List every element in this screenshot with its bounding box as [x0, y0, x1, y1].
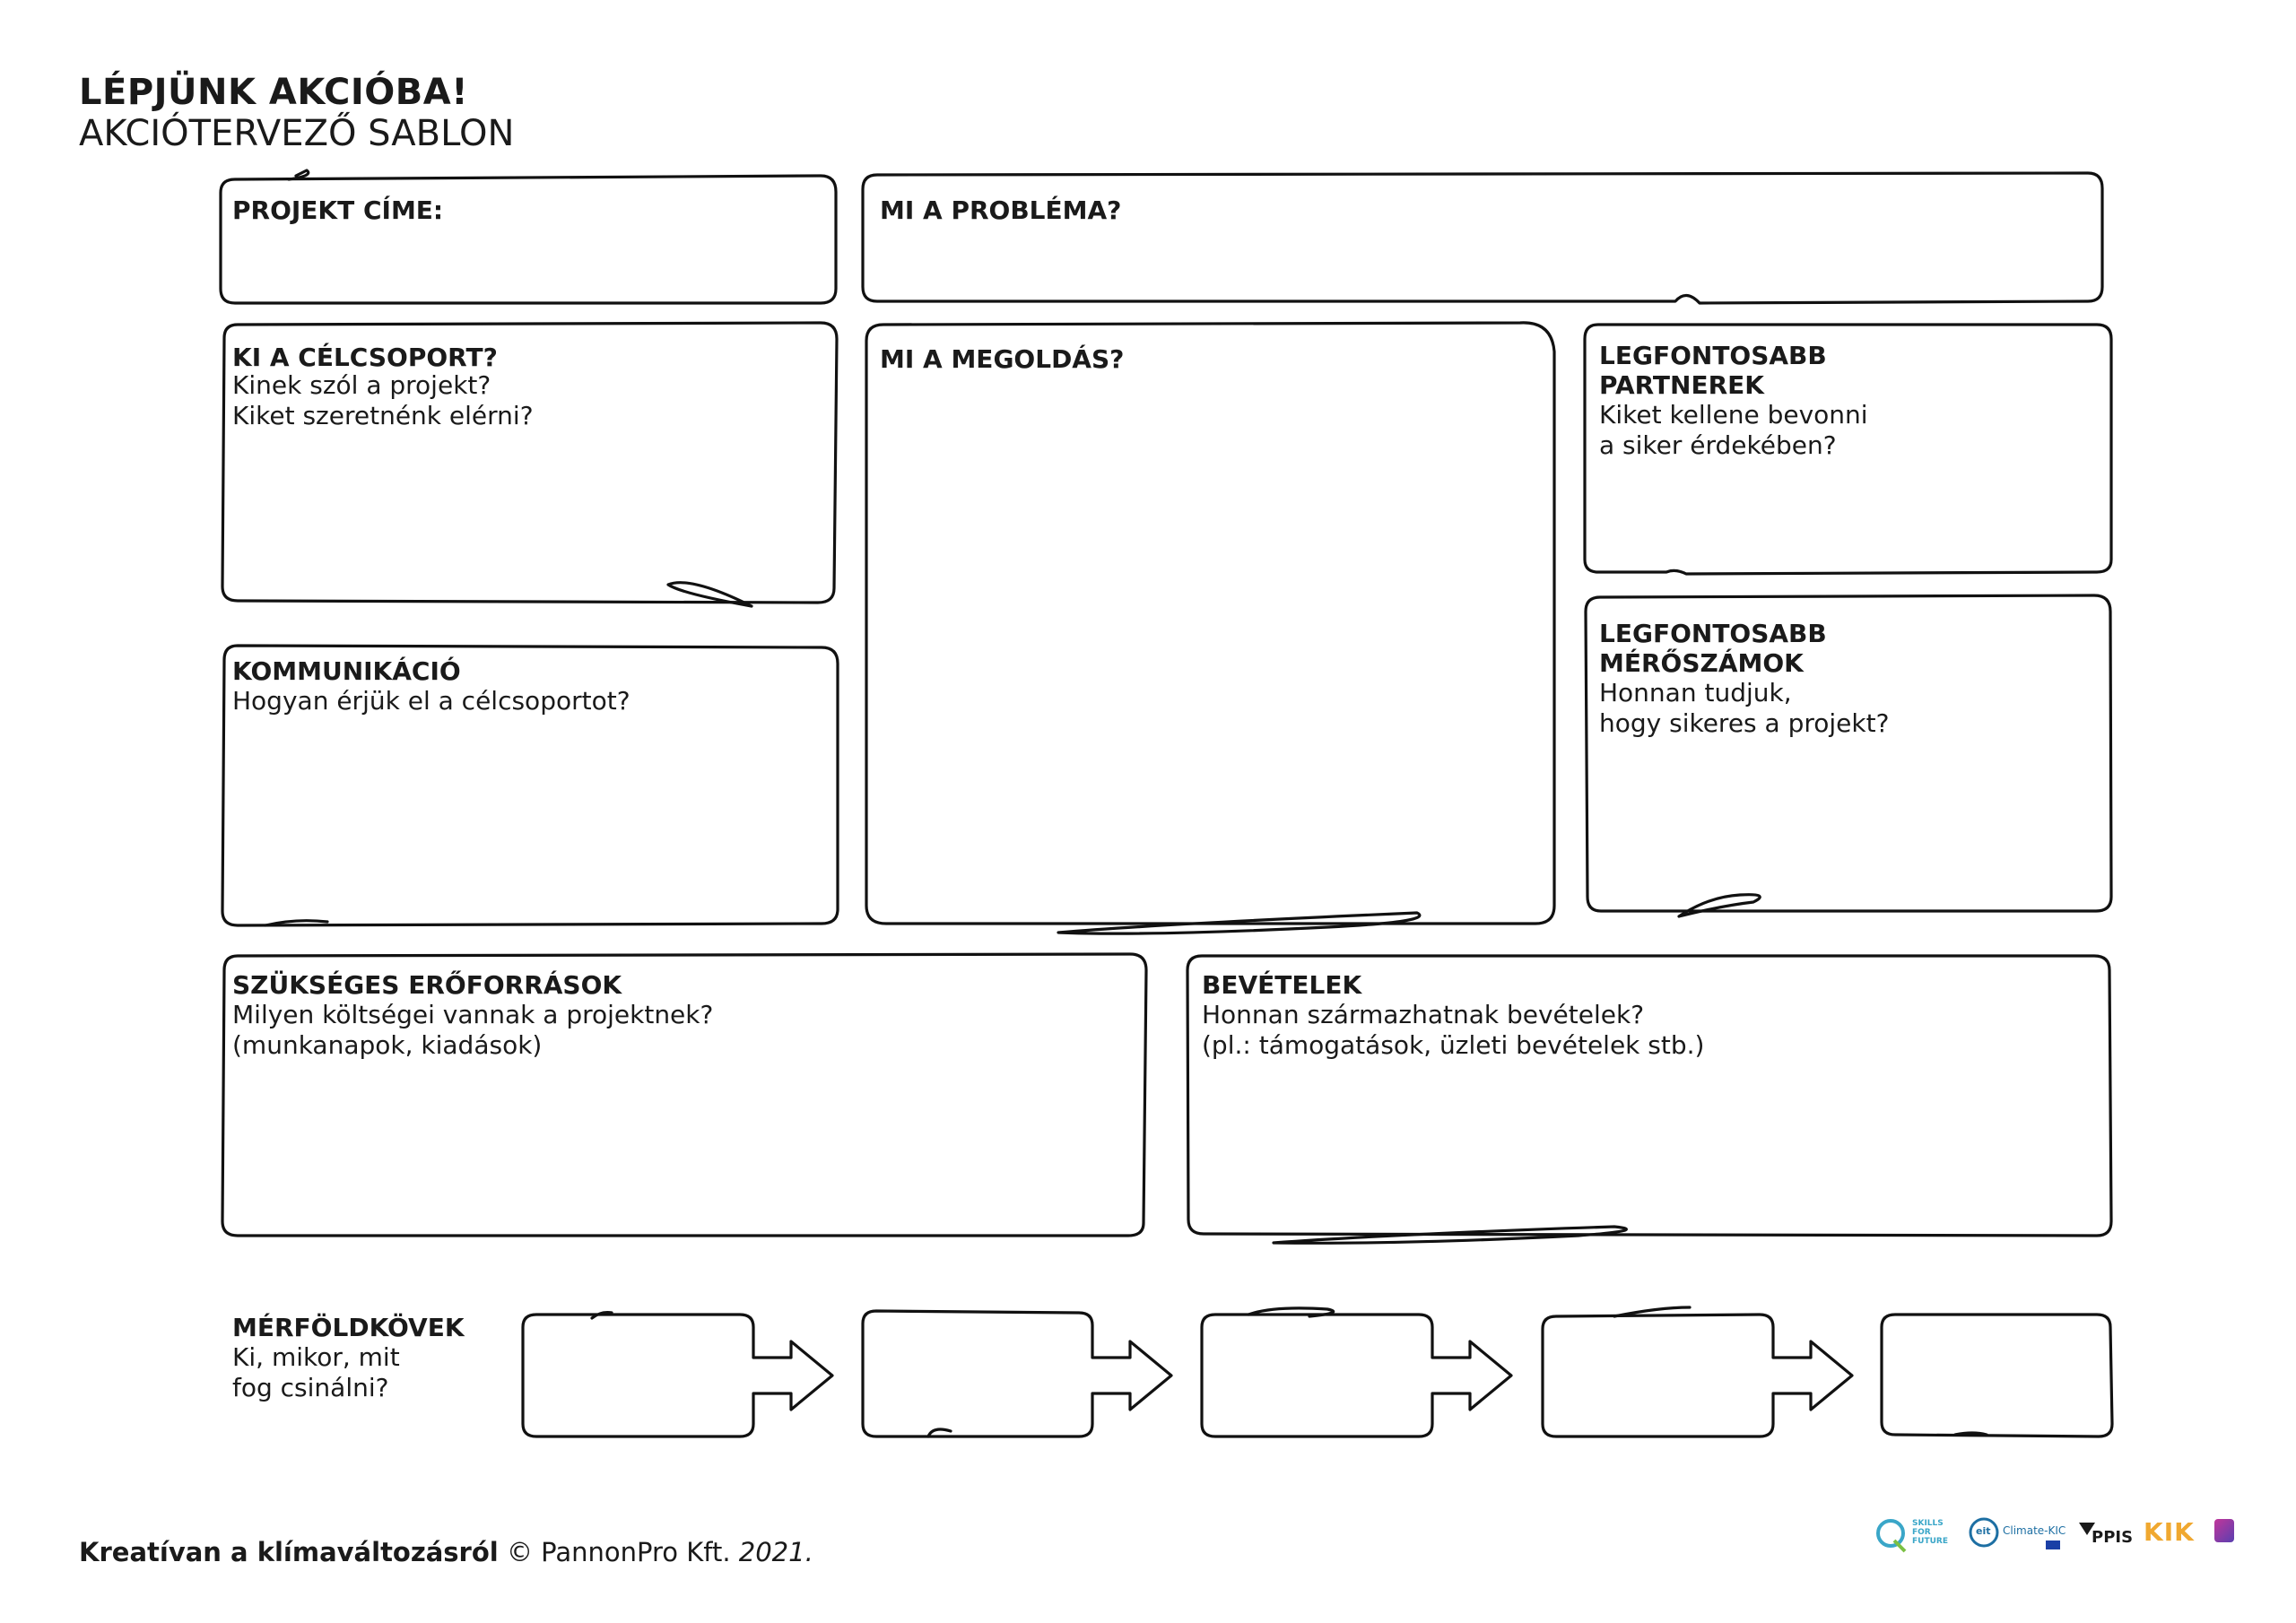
- page-subtitle: AKCIÓTERVEZŐ SABLON: [79, 113, 515, 154]
- metrics-box: [1584, 594, 2113, 913]
- resources-box: [221, 952, 1148, 1237]
- revenues-question-2: (pl.: támogatások, üzleti bevételek stb.…: [1202, 1030, 1705, 1060]
- communication-box: [221, 644, 839, 927]
- milestone-5-box: [1880, 1313, 2114, 1438]
- climate-kic-name: Climate-KIC: [2003, 1524, 2066, 1537]
- skills-for-future-line-2: FOR: [1912, 1528, 1931, 1537]
- skills-for-future-logo: SKILLS FOR FUTURE: [1874, 1514, 1955, 1557]
- eit-mark: eit: [1976, 1525, 1991, 1537]
- milestones-question-2: fog csinálni?: [232, 1373, 389, 1402]
- kik-logo: KIK: [2142, 1514, 2195, 1557]
- footer-brand: Kreatívan a klímaváltozásról: [79, 1537, 499, 1567]
- page-title: LÉPJÜNK AKCIÓBA!: [79, 72, 468, 113]
- project-title-box: [219, 174, 838, 305]
- milestone-3-flourish: [1247, 1306, 1335, 1318]
- project-title-box-flourish: [287, 169, 310, 181]
- milestones-label: MÉRFÖLDKÖVEK: [232, 1313, 465, 1342]
- communication-flourish: [264, 919, 329, 927]
- footer-copyright: © PannonPro Kft.: [506, 1537, 731, 1567]
- milestone-3-arrow: [1200, 1313, 1513, 1438]
- milestone-1-flourish: [590, 1311, 613, 1320]
- milestone-1-arrow: [521, 1313, 834, 1438]
- milestone-2-arrow: [861, 1309, 1173, 1438]
- problem-label: MI A PROBLÉMA?: [880, 195, 1122, 225]
- communication-question: Hogyan érjük el a célcsoportot?: [232, 686, 631, 716]
- project-badge-logo: [2211, 1514, 2243, 1557]
- partners-label-line-1: LEGFONTOSABB: [1599, 341, 1827, 370]
- partners-label-line-2: PARTNEREK: [1599, 370, 1764, 400]
- milestones-question-1: Ki, mikor, mit: [232, 1342, 400, 1372]
- climate-kic-logo: eit Climate-KIC: [1969, 1514, 2067, 1557]
- resources-question-1: Milyen költségei vannak a projektnek?: [232, 1000, 714, 1029]
- target-group-flourish: [666, 581, 753, 608]
- target-group-box: [221, 321, 839, 604]
- problem-box: [861, 171, 2104, 305]
- revenues-box: [1186, 954, 2113, 1237]
- skills-for-future-line-1: SKILLS: [1912, 1519, 1944, 1528]
- metrics-question-1: Honnan tudjuk,: [1599, 678, 1792, 707]
- target-group-question-2: Kiket szeretnénk elérni?: [232, 401, 534, 430]
- solution-label: MI A MEGOLDÁS?: [880, 344, 1125, 374]
- milestone-4-arrow: [1541, 1313, 1854, 1438]
- kik-name: KIK: [2144, 1517, 2195, 1547]
- ppis-logo: PPIS: [2079, 1514, 2133, 1557]
- eu-flag-icon: [2046, 1541, 2060, 1549]
- partners-question-2: a siker érdekében?: [1599, 430, 1837, 460]
- milestone-4-flourish: [1613, 1306, 1692, 1318]
- skills-for-future-icon: [1876, 1519, 1907, 1553]
- project-badge-icon: [2214, 1519, 2234, 1542]
- solution-box: [865, 321, 1556, 925]
- skills-for-future-line-3: FUTURE: [1912, 1537, 1948, 1546]
- milestone-5-flourish: [1953, 1431, 1988, 1436]
- metrics-label-line-1: LEGFONTOSABB: [1599, 619, 1827, 648]
- footer-credits: Kreatívan a klímaváltozásról © PannonPro…: [79, 1537, 813, 1567]
- revenues-flourish: [1272, 1225, 1628, 1245]
- target-group-question-1: Kinek szól a projekt?: [232, 370, 491, 400]
- metrics-question-2: hogy sikeres a projekt?: [1599, 708, 1890, 738]
- resources-question-2: (munkanapok, kiadások): [232, 1030, 543, 1060]
- footer-year: 2021.: [738, 1537, 813, 1567]
- eit-icon: [1969, 1517, 1999, 1548]
- revenues-question-1: Honnan származhatnak bevételek?: [1202, 1000, 1645, 1029]
- milestone-2-flourish: [926, 1428, 952, 1438]
- solution-flourish: [1057, 911, 1422, 935]
- target-group-label: KI A CÉLCSOPORT?: [232, 343, 498, 372]
- partners-question-1: Kiket kellene bevonni: [1599, 400, 1868, 430]
- project-title-label: PROJEKT CÍME:: [232, 195, 444, 225]
- metrics-flourish: [1677, 893, 1761, 918]
- ppis-name: PPIS: [2092, 1528, 2134, 1547]
- ppis-arrow-icon: [2079, 1523, 2095, 1535]
- resources-label: SZÜKSÉGES ERŐFORRÁSOK: [232, 970, 622, 1000]
- revenues-label: BEVÉTELEK: [1202, 970, 1362, 1000]
- partners-box: [1583, 323, 2113, 576]
- communication-label: KOMMUNIKÁCIÓ: [232, 656, 461, 686]
- metrics-label-line-2: MÉRŐSZÁMOK: [1599, 648, 1804, 678]
